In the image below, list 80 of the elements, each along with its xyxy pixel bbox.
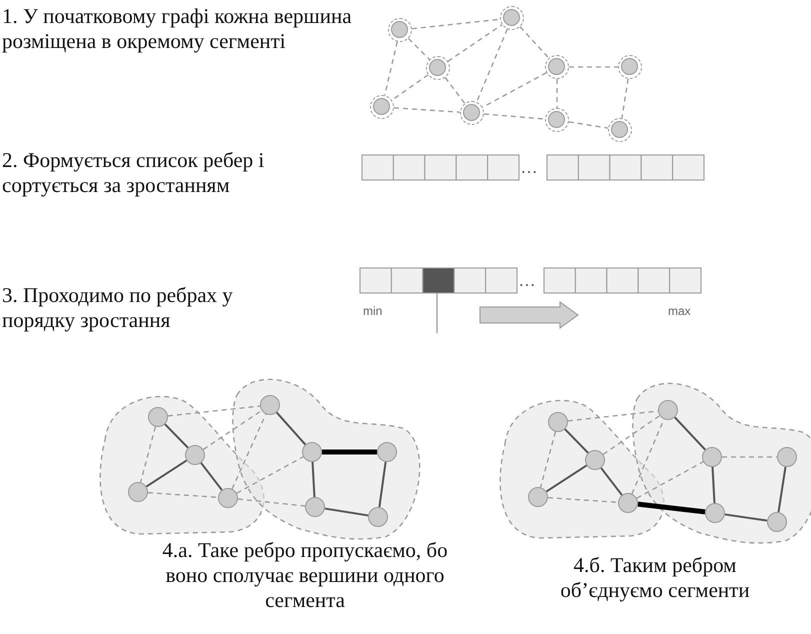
edge-line	[621, 78, 629, 118]
vertex-circle	[608, 118, 632, 142]
edge-line	[202, 410, 262, 450]
vertex-circle	[545, 55, 569, 79]
edge-line	[148, 492, 218, 498]
edge-line	[378, 462, 387, 508]
edge-line	[236, 456, 304, 494]
edge-line	[394, 107, 460, 113]
vertex-circle	[548, 412, 568, 432]
edge-line	[146, 460, 188, 488]
edge-line	[484, 113, 546, 120]
edge-line	[674, 416, 706, 450]
vertex-circle	[368, 507, 388, 527]
edge-line	[408, 38, 430, 60]
edge-line	[140, 426, 156, 482]
axis-label: min	[363, 304, 384, 318]
vertex-circle	[218, 488, 238, 508]
vertex-circle	[585, 450, 605, 470]
edge-line	[556, 79, 558, 108]
vertex-circle	[705, 503, 725, 523]
edge-line	[391, 74, 429, 101]
edge-line	[312, 462, 316, 498]
edge-line	[638, 502, 706, 514]
vertex-circle	[500, 6, 524, 30]
edge-line	[324, 508, 368, 516]
vertex-circle	[370, 95, 394, 119]
vertex-circle	[302, 442, 322, 462]
edge-line	[164, 423, 189, 449]
vertex-circle	[767, 512, 787, 532]
vertex-circle	[545, 108, 569, 132]
vertex-circle	[528, 487, 548, 507]
edge-line	[548, 497, 618, 503]
vertex-circle	[426, 56, 450, 80]
edge-line	[568, 410, 658, 422]
edge-line	[482, 72, 547, 108]
edge-line	[540, 432, 556, 488]
vertex-circle	[388, 18, 412, 42]
vertex-circle	[260, 395, 280, 415]
edge-line	[722, 456, 777, 458]
edge-line	[412, 18, 500, 30]
edge-line	[322, 450, 377, 454]
edge-line	[384, 42, 398, 96]
vertex-circle	[618, 55, 642, 79]
edge-line	[238, 498, 306, 507]
ellipsis: …	[520, 157, 539, 178]
edge-line	[602, 415, 660, 455]
vertex-circle	[777, 447, 797, 467]
edge-line	[276, 412, 306, 446]
step-text: 2. Формується список ребер і сортується за зростанням	[2, 148, 266, 198]
edge-line	[564, 428, 589, 454]
vertex-circle	[702, 447, 722, 467]
edge-line	[569, 66, 618, 68]
vertex-circle	[618, 493, 638, 513]
edge-line	[168, 405, 260, 417]
vertex-circle	[185, 445, 205, 465]
vertex-circle	[377, 442, 397, 462]
vertex-circle	[128, 482, 148, 502]
step-text: 3. Проходимо по ребрах у порядку зростання	[2, 283, 234, 333]
edge-line	[568, 121, 608, 129]
edge-line	[476, 28, 508, 102]
edge-line	[448, 24, 502, 62]
vertex-circle	[460, 101, 484, 125]
vertex-circle	[658, 400, 678, 420]
edge-line	[444, 77, 466, 104]
edge-line	[600, 467, 623, 496]
edge-line	[712, 466, 716, 504]
caption-text: 4.б. Таким ребром об’єднуємо сегменти	[559, 553, 751, 603]
edge-line	[520, 26, 550, 59]
vertex-circle	[305, 497, 325, 517]
edge-line	[546, 464, 588, 492]
edge-line	[636, 461, 704, 499]
edge-line	[724, 513, 768, 522]
edge-line	[232, 414, 266, 490]
vertex-circle	[148, 407, 168, 427]
step-text: 1. У початковому графі кожна вершина розміщена в окремому сегменті	[2, 4, 353, 54]
edge-line	[778, 466, 786, 512]
axis-label: max	[668, 304, 692, 318]
caption-text: 4.а. Таке ребро пропускаємо, бо воно сполучає вершини одного сегмента	[161, 538, 449, 613]
ellipsis: …	[518, 270, 537, 291]
edge-line	[200, 462, 223, 491]
